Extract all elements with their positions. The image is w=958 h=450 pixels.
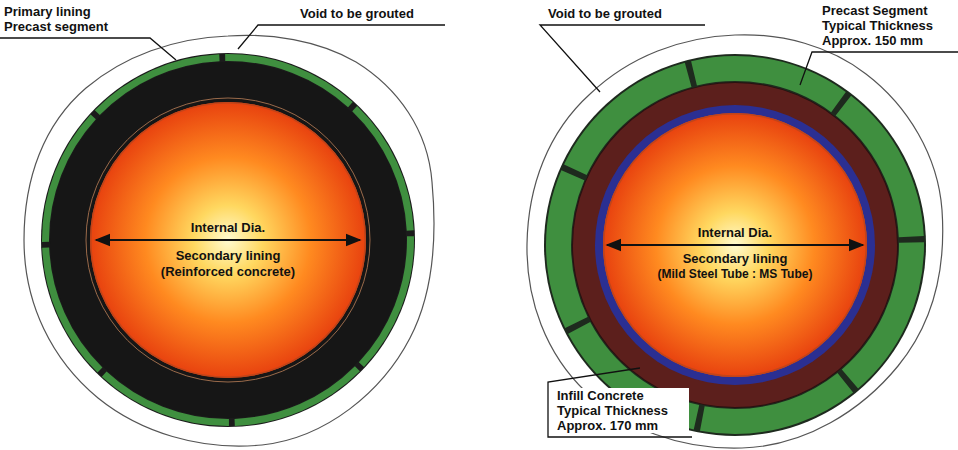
tunnel-bore-node: Internal Dia. Secondary lining(Reinforced… <box>90 102 366 378</box>
bore-caption: Internal Dia. <box>635 225 835 240</box>
bore-caption: Secondary lining <box>128 248 328 263</box>
callout-label: Infill Concrete Typical Thickness Approx… <box>557 388 689 433</box>
diameter-arrow <box>607 244 863 246</box>
bore-outline <box>90 102 366 378</box>
bore-caption: (Reinforced concrete) <box>128 264 328 279</box>
bore-caption: Internal Dia. <box>128 220 328 235</box>
bore-outline <box>603 113 867 377</box>
ms-tube-ring <box>595 105 875 385</box>
tunnel-bore <box>603 113 867 377</box>
ring-joint-background <box>544 54 926 436</box>
reinforced-concrete-lining <box>50 62 406 418</box>
leader-line <box>800 52 958 85</box>
leader-line <box>548 368 692 437</box>
bore-outline-circle <box>91 103 366 378</box>
segment-inner-edge <box>572 82 898 408</box>
precast-segment-ring <box>46 58 411 423</box>
infill-concrete-ring <box>573 83 897 407</box>
ring-joint-background <box>41 53 415 427</box>
callout-label: Precast Segment Typical Thickness Approx… <box>822 3 954 48</box>
callout-label: Void to be grouted <box>548 6 662 21</box>
tunnel-bore-node: Internal Dia. Secondary lining(Mild Steel… <box>603 113 867 377</box>
bore-caption: Secondary lining <box>630 251 840 266</box>
leader-line <box>0 38 176 60</box>
excavation-boundary <box>24 35 434 446</box>
tunnel-bore <box>90 102 366 378</box>
leader-line <box>540 25 705 92</box>
callout-label: Primary lining Precast segment <box>4 4 122 34</box>
bore-caption: (Mild Steel Tube : MS Tube) <box>625 267 845 282</box>
precast-segment-ring <box>559 69 912 422</box>
excavation-boundary <box>527 35 943 448</box>
callout-label: Void to be grouted <box>300 6 414 21</box>
leader-line <box>238 25 445 49</box>
diameter-arrow <box>96 239 360 241</box>
bore-outline-circle <box>604 114 867 377</box>
lining-inner-line <box>86 98 370 382</box>
